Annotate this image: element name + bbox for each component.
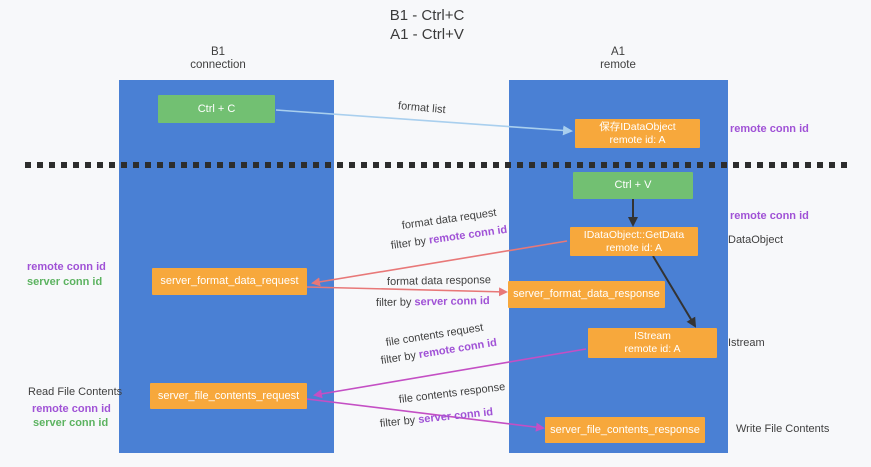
diagram-title: B1 - Ctrl+C A1 - Ctrl+V	[327, 6, 527, 44]
box-server-file-contents-response: server_file_contents_response	[545, 417, 705, 443]
label-format-list: format list	[397, 100, 447, 117]
side-label-remote-conn-id-right-mid: remote conn id	[730, 210, 809, 222]
side-label-remote-conn-id-left-bottom: remote conn id	[32, 403, 111, 415]
label-filter-by-server-conn-id-1: filter by server conn id	[376, 295, 490, 310]
side-label-server-conn-id-left-bottom: server conn id	[33, 417, 109, 429]
lane-header-b1-title: B1	[210, 46, 226, 58]
label-filter-prefix-3: filter by	[379, 349, 420, 367]
side-label-dataobject: DataObject	[728, 234, 784, 246]
box-server-file-contents-request-label: server_file_contents_request	[157, 389, 300, 402]
box-server-file-contents-request: server_file_contents_request	[150, 383, 307, 409]
box-idataobject-getdata: IDataObject::GetData remote id: A	[570, 227, 698, 256]
box-server-format-data-response: server_format_data_response	[508, 281, 665, 308]
box-save-idataobject-line2: remote id: A	[609, 133, 666, 146]
diagram-title-line1: B1 - Ctrl+C	[389, 7, 465, 24]
lane-header-a1-subtitle: remote	[600, 59, 636, 71]
diagram-title-line2: A1 - Ctrl+V	[390, 26, 464, 43]
box-save-idataobject: 保存IDataObject remote id: A	[575, 119, 700, 148]
box-istream: IStream remote id: A	[588, 328, 717, 358]
box-ctrl-c: Ctrl + C	[158, 95, 275, 123]
lane-header-a1-title: A1	[610, 46, 626, 58]
box-server-format-data-request: server_format_data_request	[152, 268, 307, 295]
box-ctrl-v-label: Ctrl + V	[614, 179, 652, 191]
box-istream-line1: IStream	[634, 330, 671, 342]
label-server-conn-id-hl-2: server conn id	[417, 406, 494, 426]
box-ctrl-c-label: Ctrl + C	[197, 102, 236, 115]
side-label-remote-conn-id-right-top: remote conn id	[730, 123, 809, 135]
box-save-idataobject-line1: 保存IDataObject	[599, 120, 676, 133]
label-filter-prefix-4: filter by	[379, 414, 419, 430]
box-idataobject-getdata-line2: remote id: A	[605, 241, 663, 254]
side-label-server-conn-id-left-top: server conn id	[27, 276, 103, 288]
box-istream-line2: remote id: A	[624, 343, 681, 355]
box-server-format-data-request-label: server_format_data_request	[160, 275, 299, 287]
side-label-write-file-contents: Write File Contents	[736, 423, 830, 435]
label-filter-prefix-2: filter by	[375, 296, 415, 309]
side-label-read-file-contents: Read File Contents	[28, 386, 123, 398]
box-server-format-data-response-label: server_format_data_response	[513, 288, 660, 300]
label-filter-prefix-1: filter by	[390, 234, 430, 252]
box-server-file-contents-response-label: server_file_contents_response	[550, 423, 700, 436]
dashed-separator	[25, 162, 849, 168]
box-idataobject-getdata-line1: IDataObject::GetData	[583, 228, 685, 241]
label-filter-by-server-conn-id-2: filter by server conn id	[379, 406, 493, 431]
label-format-data-response: format data response	[386, 274, 492, 288]
box-ctrl-v: Ctrl + V	[573, 172, 693, 199]
side-label-remote-conn-id-left-top: remote conn id	[27, 261, 106, 273]
label-server-conn-id-hl-1: server conn id	[414, 295, 490, 309]
side-label-istream: Istream	[728, 337, 765, 349]
label-file-contents-response: file contents response	[398, 381, 506, 406]
lane-header-b1-subtitle: connection	[190, 59, 246, 71]
lane-header-a1: A1 remote	[558, 46, 678, 72]
lane-header-b1: B1 connection	[158, 46, 278, 72]
